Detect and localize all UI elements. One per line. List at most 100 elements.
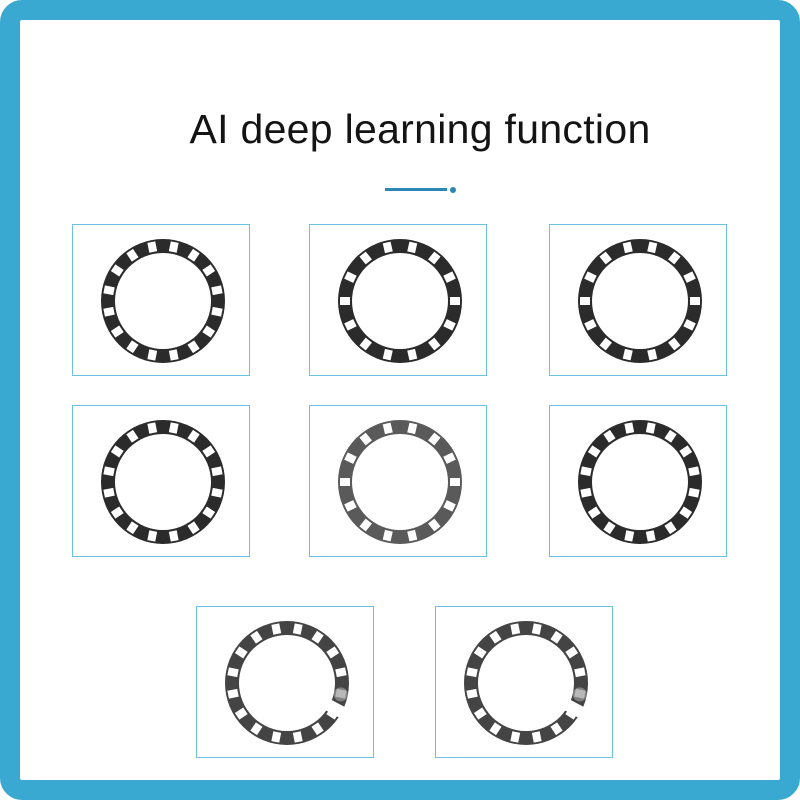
ring-slot	[443, 500, 456, 512]
ring-slot	[473, 646, 487, 659]
ring-slot	[311, 722, 324, 736]
ring-slot	[624, 422, 635, 434]
ring	[578, 420, 702, 544]
ring-hole	[478, 635, 574, 731]
title-underline	[385, 188, 447, 191]
sample-tile-4	[72, 405, 250, 557]
ring-slot	[428, 251, 441, 265]
ring-image-1	[101, 239, 225, 363]
ring-slot	[574, 667, 586, 678]
ring-slot	[168, 422, 179, 434]
ring-slot	[550, 630, 563, 644]
ring-slot	[428, 432, 441, 446]
ring-slot	[168, 241, 179, 253]
sample-tile-2	[309, 224, 487, 376]
ring-image-5	[338, 420, 462, 544]
ring-slot	[103, 306, 115, 317]
ring	[225, 621, 349, 745]
ring-slot	[187, 248, 200, 262]
ring-slot	[587, 506, 601, 519]
ring-slot	[103, 466, 115, 477]
ring-slot	[202, 325, 216, 338]
ring	[578, 239, 702, 363]
sample-tile-7	[196, 606, 374, 758]
ring-slot	[250, 630, 263, 644]
ring-slot	[599, 337, 612, 351]
ring-slot	[489, 630, 502, 644]
ring-slot	[234, 707, 248, 720]
ring-slot	[599, 251, 612, 265]
ring	[101, 420, 225, 544]
ring-slot	[344, 500, 357, 512]
ring-hole	[239, 635, 335, 731]
ring-hole	[115, 434, 211, 530]
ring-image-3	[578, 239, 702, 363]
ring-image-8	[464, 621, 588, 745]
ring-slot	[603, 521, 616, 535]
ring-slot	[359, 518, 372, 532]
ring-slot	[202, 445, 216, 458]
ring-slot	[584, 319, 597, 331]
ring-slot	[565, 646, 579, 659]
ring-slot	[292, 731, 303, 743]
ring-slot	[211, 285, 223, 296]
ring-hole	[592, 253, 688, 349]
ring-slot	[292, 623, 303, 635]
ring-hole	[592, 434, 688, 530]
sample-tile-3	[549, 224, 727, 376]
ring	[338, 420, 462, 544]
ring-image-4	[101, 420, 225, 544]
ring-slot	[531, 731, 542, 743]
ring-slot	[234, 646, 248, 659]
ring-slot	[147, 349, 158, 361]
ring-slot	[382, 348, 393, 361]
ring-slot	[147, 422, 158, 434]
ring-slot	[466, 688, 478, 699]
ring-slot	[202, 506, 216, 519]
ring-slot	[443, 319, 456, 331]
ring-slot	[382, 241, 393, 254]
ring-slot	[126, 429, 139, 443]
ring-slot	[584, 271, 597, 283]
sample-tile-5	[309, 405, 487, 557]
ring-slot	[510, 731, 521, 743]
ring-slot	[187, 521, 200, 535]
ring-slot	[227, 667, 239, 678]
ring-slot	[326, 646, 340, 659]
ring-slot	[679, 506, 693, 519]
ring-break	[323, 698, 348, 719]
ring-slot	[407, 529, 418, 542]
ring-slot	[344, 271, 357, 283]
ring-slot	[580, 297, 590, 305]
ring-slot	[428, 337, 441, 351]
ring-slot	[211, 306, 223, 317]
ring-slot	[211, 487, 223, 498]
sample-tile-1	[72, 224, 250, 376]
ring-slot	[103, 487, 115, 498]
ring-slot	[683, 271, 696, 283]
ring-slot	[580, 466, 592, 477]
ring-slot	[359, 432, 372, 446]
ring-slot	[311, 630, 324, 644]
ring-slot	[110, 506, 124, 519]
ring-slot	[340, 478, 350, 486]
ring-slot	[664, 521, 677, 535]
ring-slot	[668, 251, 681, 265]
ring-slot	[428, 518, 441, 532]
ring-slot	[647, 241, 658, 254]
ring-hole	[115, 253, 211, 349]
ring	[338, 239, 462, 363]
ring-slot	[126, 248, 139, 262]
ring	[101, 239, 225, 363]
title-underline-dot	[450, 186, 456, 193]
ring-slot	[450, 297, 460, 305]
ring-slot	[126, 340, 139, 354]
ring-slot	[450, 478, 460, 486]
ring-slot	[688, 487, 700, 498]
ring-slot	[359, 337, 372, 351]
ring-slot	[126, 521, 139, 535]
ring-slot	[147, 241, 158, 253]
ring-slot	[647, 348, 658, 361]
ring-slot	[382, 529, 393, 542]
